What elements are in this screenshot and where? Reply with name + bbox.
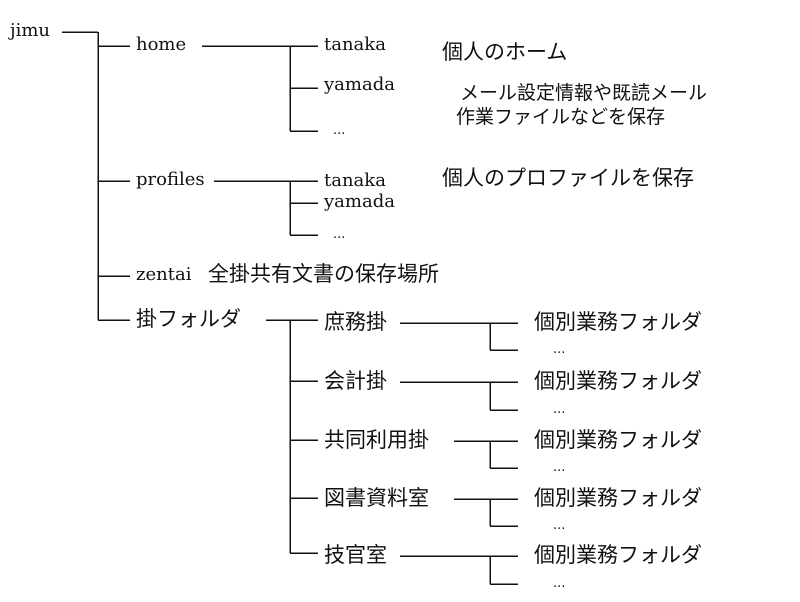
group-tosho-folder: 個別業務フォルダ: [534, 486, 702, 510]
group-kaikei: 会計掛: [324, 369, 387, 393]
home-child-more: ...: [333, 123, 346, 138]
home-child-tanaka: tanaka: [324, 34, 386, 55]
group-shomu-more: ...: [553, 342, 566, 357]
home-note-2: メール設定情報や既読メール: [460, 82, 708, 104]
profiles-child-more: ...: [333, 227, 346, 242]
profiles-child-yamada: yamada: [324, 191, 395, 212]
group-tosho: 図書資料室: [324, 486, 429, 510]
group-kaikei-more: ...: [553, 402, 566, 417]
group-gikan: 技官室: [324, 543, 387, 567]
group-kyodo-more: ...: [553, 460, 566, 475]
group-shomu: 庶務掛: [324, 310, 387, 334]
zentai-note: 全掛共有文書の保存場所: [208, 262, 439, 286]
profiles-note: 個人のプロファイルを保存: [442, 166, 694, 190]
home-node: home: [136, 34, 187, 55]
group-tosho-more: ...: [553, 518, 566, 533]
group-shomu-folder: 個別業務フォルダ: [534, 310, 702, 334]
group-kyodo: 共同利用掛: [324, 428, 429, 452]
group-kaikei-folder: 個別業務フォルダ: [534, 369, 702, 393]
zentai-node: zentai: [136, 264, 192, 285]
group-kyodo-folder: 個別業務フォルダ: [534, 428, 702, 452]
home-child-yamada: yamada: [324, 74, 395, 95]
home-note-3: 作業ファイルなどを保存: [456, 106, 666, 128]
profiles-node: profiles: [136, 169, 205, 190]
profiles-child-tanaka: tanaka: [324, 170, 386, 191]
root-node: jimu: [10, 20, 50, 41]
group-gikan-folder: 個別業務フォルダ: [534, 543, 702, 567]
kakari-node: 掛フォルダ: [136, 307, 241, 331]
home-note-1: 個人のホーム: [442, 40, 568, 64]
group-gikan-more: ...: [553, 576, 566, 591]
